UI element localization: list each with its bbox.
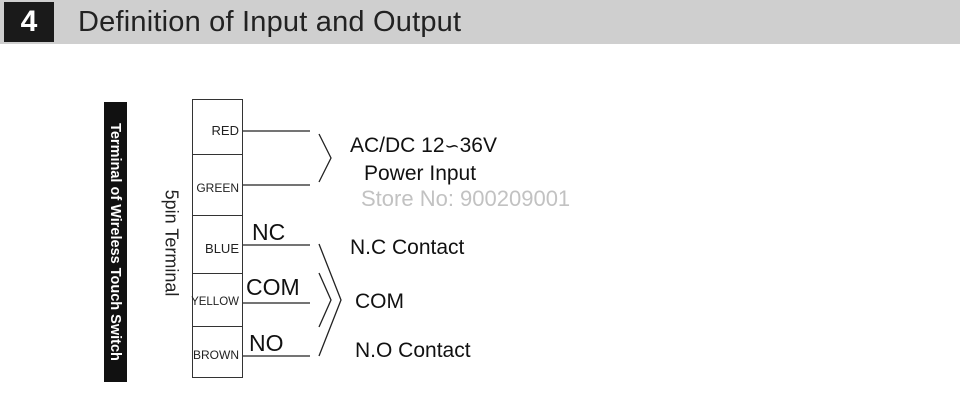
pin-cell-brown: BROWN [193, 326, 242, 378]
pin-label-brown: BROWN [193, 348, 239, 362]
power-voltage-text: AC/DC 12∽36V [350, 134, 497, 158]
pin-cell-blue: BLUE [193, 215, 242, 273]
pin-label-yellow: YELLOW [191, 296, 239, 308]
power-voltage-suffix: 36V [459, 134, 497, 157]
nc-contact-text: N.C Contact [350, 236, 465, 259]
wire-label-nc: NC [252, 219, 286, 245]
power-brace [318, 133, 332, 183]
terminal-block: RED GREEN BLUE YELLOW BROWN [191, 99, 243, 378]
wire-label-com: COM [246, 274, 300, 300]
contact-bracket-outer [318, 243, 342, 357]
com-text: COM [355, 290, 404, 313]
wire-label-no: NO [249, 330, 284, 356]
section-title: Definition of Input and Output [78, 6, 462, 38]
contact-bracket-inner [318, 272, 332, 328]
vertical-label-box [104, 102, 127, 382]
ac-dc-wave-symbol: ∽ [444, 136, 460, 156]
power-voltage-prefix: AC/DC 12 [350, 134, 445, 157]
pin-cell-green: GREEN [193, 154, 242, 215]
section-header: 4 Definition of Input and Output [0, 0, 960, 44]
pin-cell-yellow: YELLOW [191, 273, 242, 326]
no-contact-text: N.O Contact [355, 339, 471, 362]
store-watermark: Store No: 900209001 [361, 186, 571, 211]
power-input-text: Power Input [364, 162, 477, 185]
pin-label-red: RED [211, 123, 239, 138]
pin-label-blue: BLUE [205, 241, 239, 256]
section-number-badge: 4 [4, 2, 54, 42]
pin-label-green: GREEN [196, 181, 239, 195]
pin-cell-red: RED [193, 100, 242, 155]
